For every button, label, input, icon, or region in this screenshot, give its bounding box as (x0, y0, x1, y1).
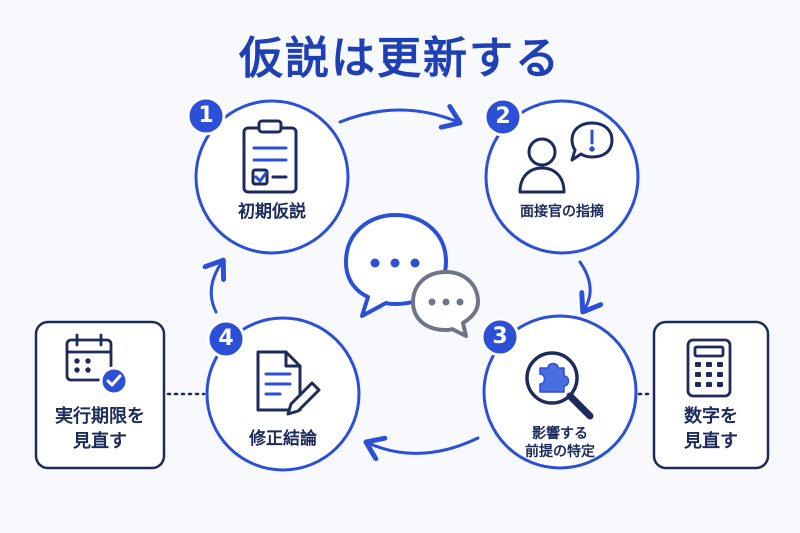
step-2-label: 面接官の指摘 (520, 204, 604, 220)
step-3-label-line2: 前提の特定 (525, 443, 595, 460)
step-3-badge (480, 317, 520, 357)
page-title: 仮説は更新する (239, 33, 561, 84)
calendar-check-icon (65, 333, 129, 396)
side-box-left-line2: 見直す (73, 431, 127, 453)
step-4-badge (206, 319, 246, 359)
clipboard-checklist-icon (242, 119, 298, 194)
side-box-right-label: 数字を 見直す (654, 404, 768, 454)
step-3-label: 影響する 前提の特定 (495, 426, 625, 461)
document-pencil-icon (256, 350, 321, 416)
side-box-left-line1: 実行期限を (55, 406, 145, 427)
step-3-number: 3 (492, 324, 508, 349)
side-box-right-line2: 見直す (684, 431, 738, 453)
step-1-number: 1 (198, 103, 214, 128)
step-4-circle (205, 316, 361, 472)
step-4-number: 4 (218, 326, 234, 351)
step-4-label: 修正結論 (249, 429, 317, 449)
puzzle-magnifier-icon (525, 351, 594, 420)
step-2-number: 2 (495, 104, 511, 129)
step-2-badge (483, 97, 523, 137)
chat-bubbles-icon (344, 213, 480, 338)
arrow-2-to-3 (578, 260, 590, 310)
step-3-label-line1: 影響する (532, 426, 588, 442)
step-2-circle (484, 99, 640, 255)
arrow-3-to-4 (368, 438, 480, 453)
arrow-1-to-2 (338, 110, 458, 122)
person-alert-icon (518, 121, 614, 194)
calculator-icon (686, 338, 732, 398)
arrow-4-to-1 (211, 262, 222, 314)
side-box-left-label: 実行期限を 見直す (36, 404, 164, 454)
step-1-label: 初期仮説 (238, 202, 306, 222)
step-1-badge (186, 96, 226, 136)
side-box-right-line1: 数字を (684, 406, 738, 427)
